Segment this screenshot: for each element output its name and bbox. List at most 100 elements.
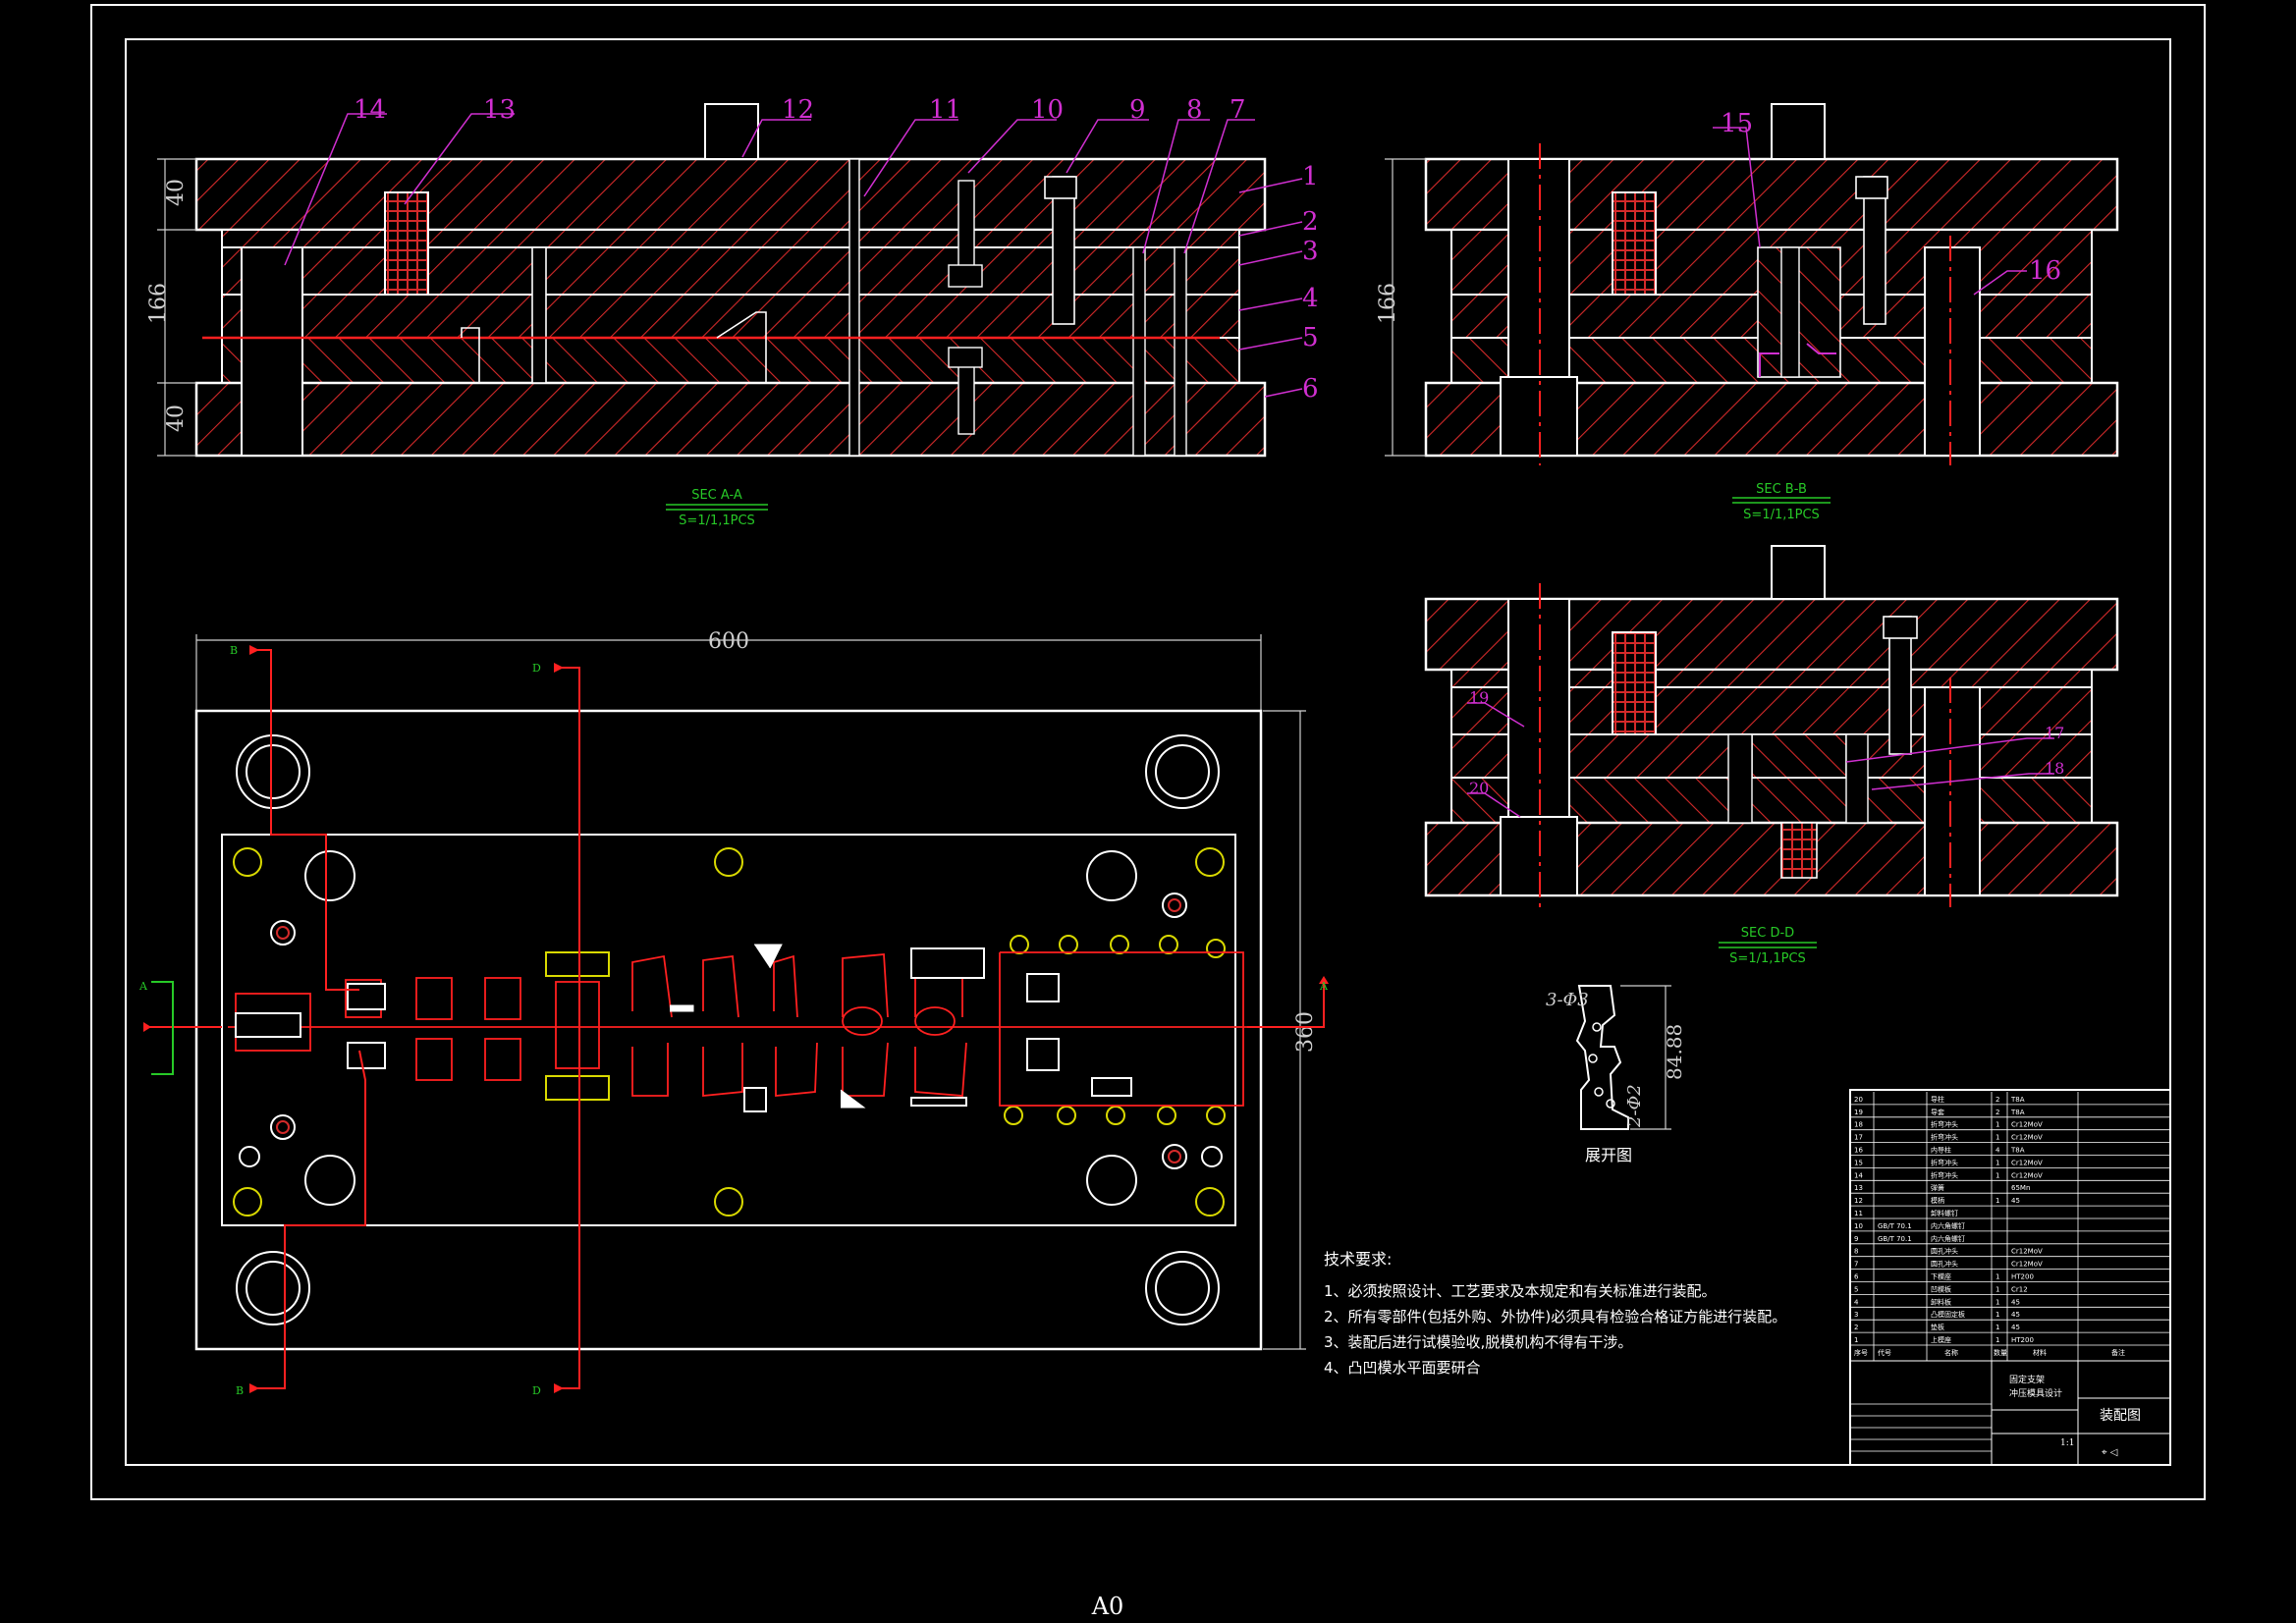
bom-cell: 1 xyxy=(1995,1197,1999,1205)
section-dd-view xyxy=(1424,545,2119,907)
bom-cell: 圆孔冲头 xyxy=(1931,1260,1958,1269)
bom-cell: 垫板 xyxy=(1931,1323,1944,1331)
title-project-1: 固定支架 xyxy=(2009,1374,2045,1385)
section-dd-callouts: 19 20 17 18 xyxy=(1467,688,2064,818)
bom-header-remark: 备注 xyxy=(2111,1348,2125,1357)
callout-1: 1 xyxy=(1302,162,1319,191)
bom-cell: 45 xyxy=(2011,1197,2020,1205)
callout-14: 14 xyxy=(354,95,386,125)
section-aa-title: SEC A-A xyxy=(691,488,742,503)
bom-cell: Cr12MoV xyxy=(2011,1121,2043,1129)
bom-cell: 导柱 xyxy=(1931,1095,1944,1104)
bom-cell: 15 xyxy=(1854,1159,1863,1166)
bom-cell: 1 xyxy=(1854,1336,1858,1344)
bom-cell: 圆孔冲头 xyxy=(1931,1247,1958,1256)
bom-cell: 16 xyxy=(1854,1147,1863,1155)
bom-cell: Cr12MoV xyxy=(2011,1134,2043,1142)
bom-cell: 1 xyxy=(1995,1336,1999,1344)
section-mark-d-bottom: D xyxy=(532,1384,541,1397)
section-aa-scale: S=1/1,1PCS xyxy=(679,514,755,528)
bom-cell: 4 xyxy=(1854,1298,1859,1306)
section-bb-title: SEC B-B xyxy=(1756,482,1807,497)
bom-cell: 1 xyxy=(1995,1159,1999,1166)
callout-3: 3 xyxy=(1302,237,1319,266)
bom-cell: 折弯冲头 xyxy=(1931,1133,1958,1142)
section-mark-b-top: B xyxy=(230,644,238,657)
callout-12: 12 xyxy=(782,95,814,125)
bom-cell: 导套 xyxy=(1931,1108,1944,1116)
bom-cell: 内导柱 xyxy=(1931,1146,1951,1155)
plan-view: 600 360 xyxy=(138,629,1329,1397)
title-scale: 1:1 xyxy=(2060,1438,2074,1448)
section-dd-scale: S=1/1,1PCS xyxy=(1729,951,1806,966)
bom-cell: 4 xyxy=(1995,1147,2000,1155)
bom-cell: T8A xyxy=(2010,1147,2025,1155)
sheet-size-label: A0 xyxy=(1091,1593,1124,1620)
section-mark-d-top: D xyxy=(532,662,541,675)
callout-4: 4 xyxy=(1302,284,1319,313)
callout-15: 15 xyxy=(1721,109,1753,138)
bom-cell: 折弯冲头 xyxy=(1931,1120,1958,1129)
bom-cell: 2 xyxy=(1995,1096,1999,1104)
tech-req-item-4: 4、凸凹模水平面要研合 xyxy=(1324,1359,1481,1377)
bom-cell: 65Mn xyxy=(2011,1184,2030,1192)
section-dd-title: SEC D-D xyxy=(1741,926,1794,941)
bb-dim-total: 166 xyxy=(1376,283,1400,324)
bom-cell: 卸料板 xyxy=(1931,1297,1951,1306)
callout-18: 18 xyxy=(2045,759,2064,778)
bom-cell: Cr12 xyxy=(2011,1285,2028,1293)
bom-cell: HT200 xyxy=(2011,1336,2034,1344)
bom-cell: 下模座 xyxy=(1931,1272,1951,1281)
unfold-hole-note-a: 3-Φ3 xyxy=(1546,990,1589,1010)
unfold-caption: 展开图 xyxy=(1585,1146,1632,1164)
bom-cell: 6 xyxy=(1854,1273,1859,1281)
sheet-frame xyxy=(90,4,2206,1500)
bom-cell: GB/T 70.1 xyxy=(1878,1222,1912,1230)
bom-cell: 2 xyxy=(1995,1109,1999,1116)
bom-header-qty: 数量 xyxy=(1994,1348,2007,1357)
bom-cell: 卸料螺钉 xyxy=(1931,1209,1958,1217)
callout-13: 13 xyxy=(483,95,516,125)
section-aa-callouts xyxy=(284,113,1303,398)
plan-dim-height: 360 xyxy=(1293,1011,1318,1053)
bom-cell: 14 xyxy=(1854,1171,1863,1179)
bom-cell: 12 xyxy=(1854,1197,1863,1205)
bom-cell: 折弯冲头 xyxy=(1931,1170,1958,1179)
bom-header-no: 序号 xyxy=(1854,1348,1868,1357)
tech-req-heading: 技术要求: xyxy=(1324,1250,1392,1269)
bom-cell: 1 xyxy=(1995,1273,1999,1281)
section-dd-label: SEC D-D S=1/1,1PCS xyxy=(1719,926,1817,966)
bom-cell: 45 xyxy=(2011,1298,2020,1306)
bom-cell: T8A xyxy=(2010,1096,2025,1104)
callout-17: 17 xyxy=(2045,724,2064,742)
section-bb-label: SEC B-B S=1/1,1PCS xyxy=(1732,482,1831,522)
bom-cell: Cr12MoV xyxy=(2011,1261,2043,1269)
bom-cell: 20 xyxy=(1854,1096,1863,1104)
callout-10: 10 xyxy=(1031,95,1064,125)
callout-9: 9 xyxy=(1129,95,1146,125)
section-mark-a-right: A xyxy=(1319,980,1329,993)
bom-cell: 7 xyxy=(1854,1261,1858,1269)
aa-dim-top-plate: 40 xyxy=(164,179,189,206)
section-bb-callouts: 15 16 xyxy=(1713,109,2061,296)
bom-cell: 2 xyxy=(1854,1324,1858,1331)
bom-cell: 内六角螺钉 xyxy=(1931,1234,1965,1243)
bom-cell: 3 xyxy=(1854,1311,1858,1319)
bom-cell: GB/T 70.1 xyxy=(1878,1235,1912,1243)
bom-cell: 1 xyxy=(1995,1311,1999,1319)
bom-cell: 1 xyxy=(1995,1285,1999,1293)
plan-dim-width: 600 xyxy=(708,629,749,654)
bom-cell: 1 xyxy=(1995,1298,1999,1306)
bom-cell: T8A xyxy=(2010,1109,2025,1116)
bom-header-name: 名称 xyxy=(1944,1348,1958,1357)
bom-cell: 45 xyxy=(2011,1324,2020,1331)
callout-5: 5 xyxy=(1302,323,1319,352)
bom-cell: 45 xyxy=(2011,1311,2020,1319)
bom-cell: 模柄 xyxy=(1931,1196,1944,1205)
bom-cell: 1 xyxy=(1995,1324,1999,1331)
callout-19: 19 xyxy=(1469,688,1489,707)
title-project-2: 冲压模具设计 xyxy=(2009,1387,2062,1399)
callout-11: 11 xyxy=(929,95,961,125)
section-aa-callout-numbers: 14 13 12 11 10 9 8 7 1 2 3 4 5 6 xyxy=(354,95,1319,404)
